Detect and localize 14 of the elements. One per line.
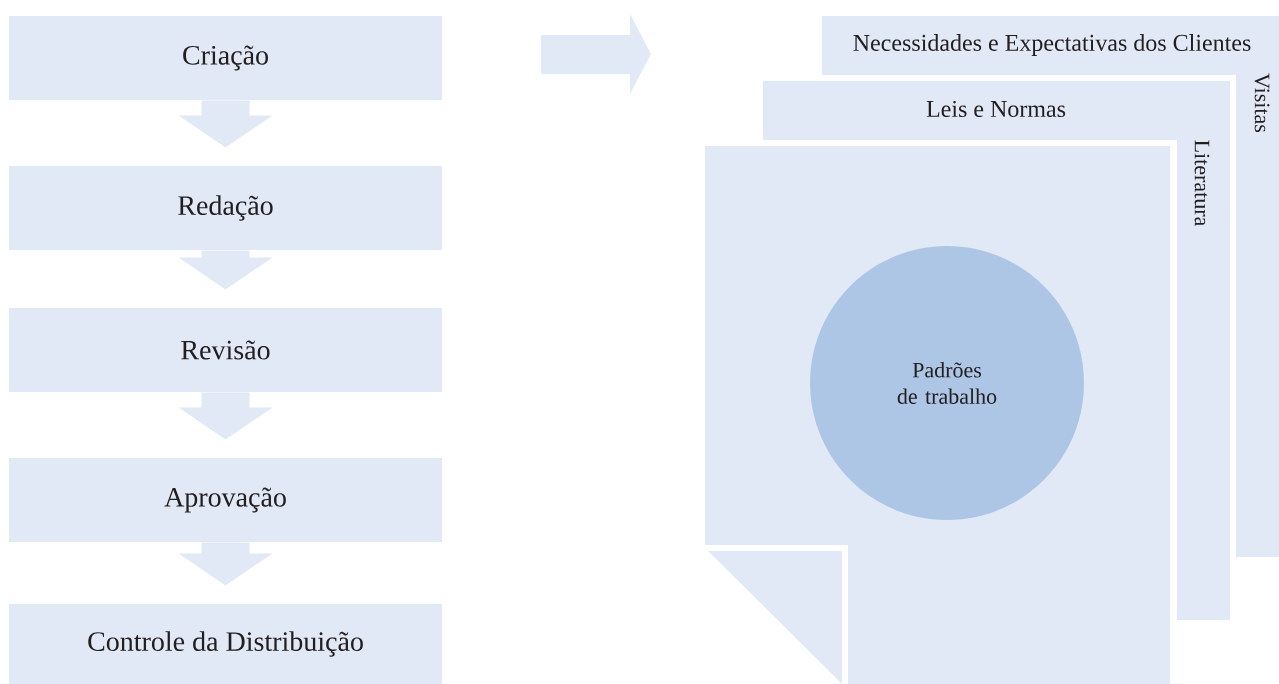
block-arrow [178, 250, 273, 290]
process-box: Revisão [9, 308, 442, 392]
page-strip: Literatura [1177, 140, 1230, 620]
page-strip: Visitas [1236, 73, 1279, 557]
process-box: Criação [9, 16, 442, 100]
process-box: Controle da Distribuição [9, 604, 442, 684]
block-arrow [178, 100, 273, 148]
block-arrow [178, 542, 273, 586]
process-box: Aprovação [9, 458, 442, 542]
node-label: Visitas [1254, 73, 1270, 133]
page-band: Leis e Normas [763, 81, 1230, 140]
process-box: Redação [9, 166, 442, 250]
node-label: Literatura [1194, 140, 1210, 227]
block-arrow [178, 392, 273, 440]
